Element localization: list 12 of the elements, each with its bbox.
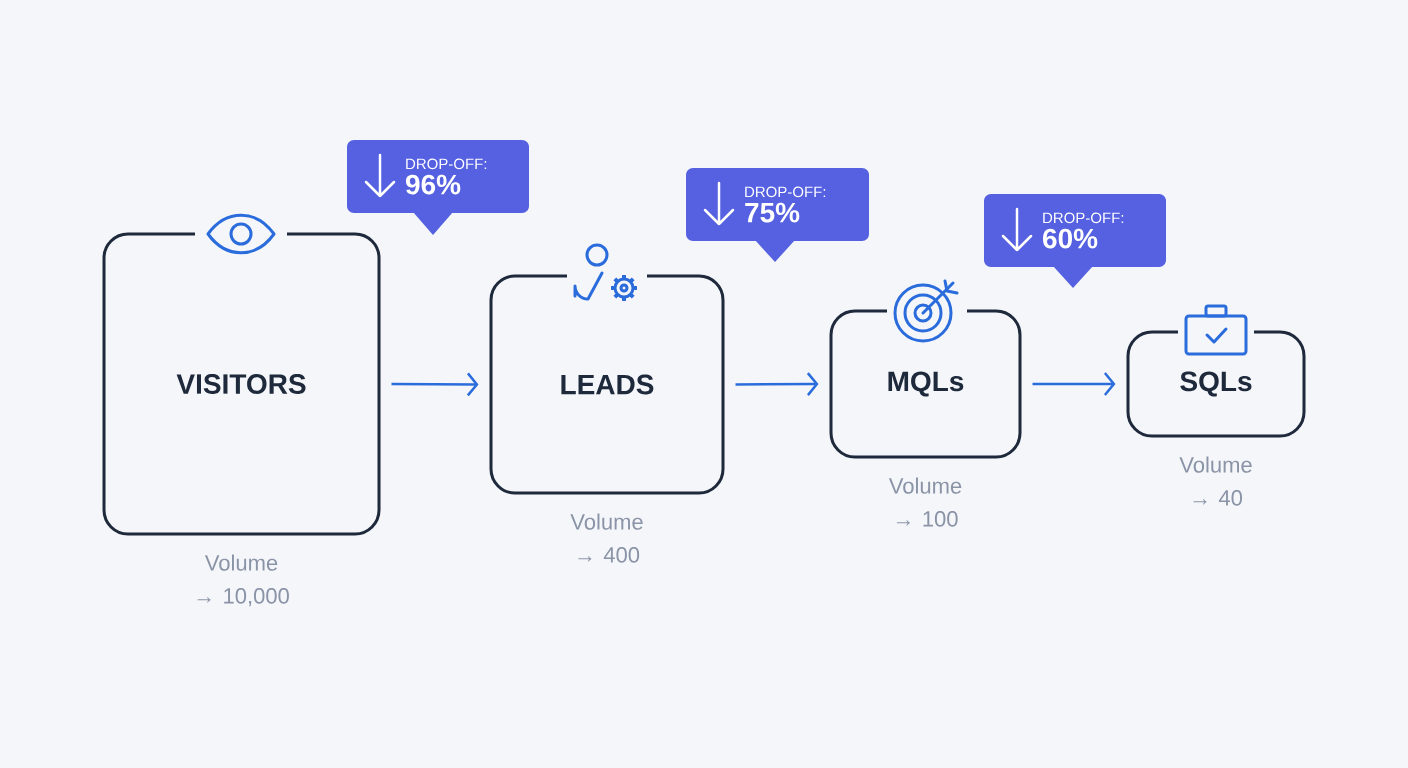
drop-off-callout: DROP-OFF: 60% [984, 194, 1166, 288]
stage-box: LEADS [489, 274, 725, 495]
volume-label: Volume → 40 [1179, 456, 1252, 506]
stage-box: VISITORS [102, 232, 381, 536]
arrow [735, 372, 819, 396]
volume-label: Volume → 10,000 [197, 554, 289, 607]
arrow [1032, 372, 1116, 396]
drop-off-callout: DROP-OFF: 96% [347, 140, 529, 235]
volume-label: Volume → 100 [888, 477, 962, 527]
arrow [391, 372, 479, 397]
drop-off-callout: DROP-OFF: 75% [686, 168, 869, 262]
volume-label: Volume → 400 [570, 513, 643, 563]
